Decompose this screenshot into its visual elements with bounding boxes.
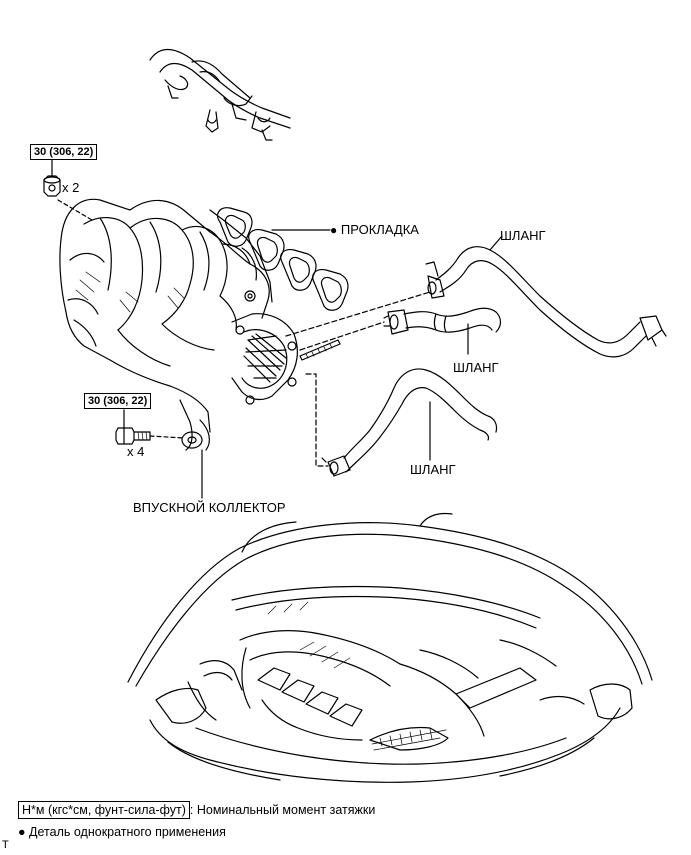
stud-illustration [300,340,340,360]
legend-one-time-desc: Деталь однократного применения [29,825,226,839]
nut-illustration [44,160,60,196]
gasket-label-text: ПРОКЛАДКА [340,222,419,237]
gasket-illustration [218,208,348,311]
torque-desc: : Номинальный момент затяжки [189,803,376,817]
gasket-label: ● ПРОКЛАДКА [330,222,419,237]
legend-torque-row: Н*м (кгс*см, фунт-сила-фут): Номинальный… [18,801,375,819]
quantity-bolts: x 4 [127,444,145,459]
hose-lower-label: ШЛАНГ [410,462,456,477]
one-time-use-bullet-icon: ● [330,223,338,237]
upper-hose-leader [490,236,502,250]
hose-middle-label: ШЛАНГ [453,360,499,375]
connection-dashed-lines [286,292,430,466]
hose-upper-label: ШЛАНГ [500,228,546,243]
torque-spec-bolts: 30 (306, 22) [84,393,152,409]
legend-one-time-row: ● Деталь однократного применения [18,825,226,839]
quantity-nuts: x 2 [62,180,80,195]
torque-unit-box: Н*м (кгс*см, фунт-сила-фут) [18,801,190,819]
corner-mark: T [2,839,9,851]
middle-hose-illustration [384,308,501,334]
legend-bullet-icon: ● [18,825,26,839]
nut-leader-dashed [58,200,92,220]
engine-bay-illustration [128,514,652,783]
intake-manifold-illustration [60,199,297,450]
fuel-rail-pipes [150,50,290,140]
bolt-leader-dashed [150,436,184,438]
intake-manifold-label: ВПУСКНОЙ КОЛЛЕКТОР [133,500,286,515]
bolt-illustration [116,410,150,444]
lower-hose-illustration [322,369,497,476]
torque-spec-nuts: 30 (306, 22) [30,144,98,160]
upper-hose-illustration [426,247,666,357]
